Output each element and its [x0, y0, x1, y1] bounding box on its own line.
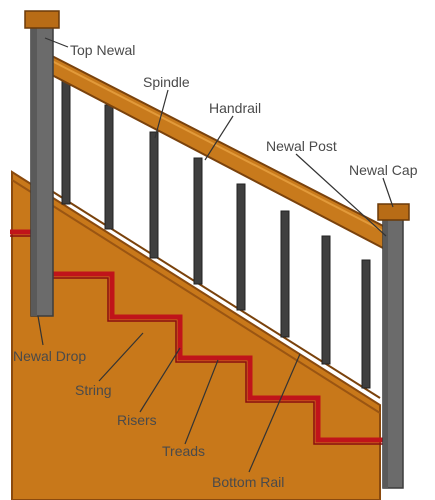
- leader-lines: [37, 37, 394, 473]
- leader-handrail: [204, 115, 234, 161]
- spindle: [361, 259, 371, 389]
- label-newal-cap: Newal Cap: [349, 162, 418, 178]
- label-spindle: Spindle: [143, 74, 190, 90]
- label-bottom-rail: Bottom Rail: [212, 474, 284, 490]
- leader-top-newal: [44, 37, 69, 48]
- top-newal-cap: [24, 10, 60, 29]
- label-newal-drop: Newal Drop: [13, 348, 86, 364]
- bottom-newal-post: [377, 203, 410, 489]
- spindle: [321, 235, 331, 365]
- spindle: [104, 104, 114, 230]
- label-top-newal: Top Newal: [70, 42, 135, 58]
- label-risers: Risers: [117, 412, 157, 428]
- label-string: String: [75, 382, 112, 398]
- leader-newal-post: [295, 153, 387, 237]
- top-newal-post: [24, 10, 60, 317]
- newal-cap: [377, 203, 410, 221]
- bottom-newal-post-shade: [383, 218, 388, 488]
- leader-risers: [139, 347, 181, 413]
- string-top-edge: [11, 179, 381, 414]
- leader-treads: [184, 359, 219, 445]
- label-treads: Treads: [162, 443, 205, 459]
- spindle: [61, 77, 71, 205]
- label-handrail: Handrail: [209, 100, 261, 116]
- handrail: [49, 53, 397, 250]
- spindle: [280, 210, 290, 338]
- leader-spindle: [154, 89, 169, 139]
- spindle: [236, 183, 246, 311]
- spindle: [193, 157, 203, 285]
- leader-newal-cap: [382, 177, 394, 208]
- label-newal-post: Newal Post: [266, 138, 337, 154]
- leader-string: [98, 332, 144, 382]
- spindle: [149, 131, 159, 259]
- top-newal-post-shade: [31, 26, 37, 316]
- leader-bottom-rail: [248, 353, 301, 473]
- leader-newal-drop: [37, 315, 44, 346]
- handrail-highlight: [49, 59, 394, 237]
- string-board: [11, 170, 381, 500]
